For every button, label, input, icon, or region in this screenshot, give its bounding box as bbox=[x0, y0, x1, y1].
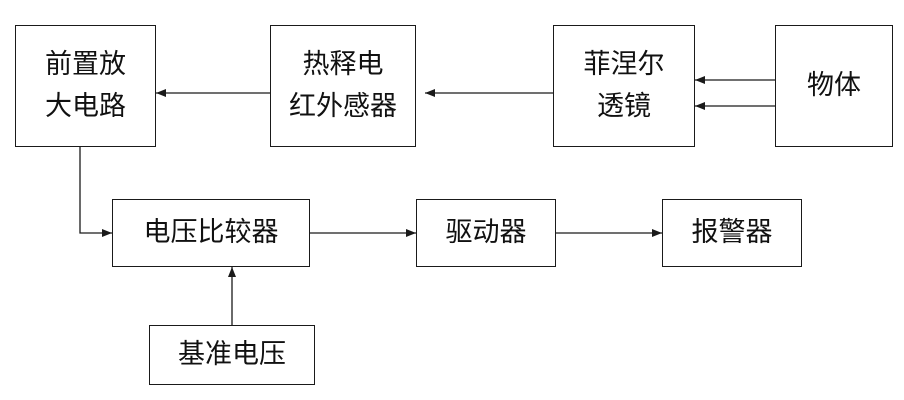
alarm-block: 报警器 bbox=[662, 199, 802, 267]
arrow-preamp-to-comparator bbox=[79, 147, 112, 237]
preamp-label-line-2: 大电路 bbox=[45, 91, 126, 122]
reference-voltage-block: 基准电压 bbox=[149, 325, 315, 385]
fresnel-label-line-1: 菲涅尔 bbox=[583, 49, 665, 81]
preamp-label-line-1: 前置放 bbox=[45, 49, 126, 81]
fresnel-label-line-2: 透镜 bbox=[597, 91, 651, 122]
fresnel-lens-block: 菲涅尔 透镜 bbox=[553, 25, 695, 147]
alarm-label: 报警器 bbox=[691, 217, 773, 249]
preamp-block: 前置放 大电路 bbox=[15, 25, 156, 147]
pyro-sensor-block: 热释电 红外感器 bbox=[270, 25, 416, 147]
pyro-label-line-2: 红外感器 bbox=[289, 91, 397, 122]
driver-block: 驱动器 bbox=[416, 199, 556, 267]
driver-label: 驱动器 bbox=[445, 217, 527, 249]
reference-label: 基准电压 bbox=[178, 339, 286, 371]
comparator-label: 电压比较器 bbox=[143, 217, 279, 249]
pyro-label-line-1: 热释电 bbox=[302, 49, 384, 81]
voltage-comparator-block: 电压比较器 bbox=[112, 199, 310, 267]
object-block: 物体 bbox=[775, 25, 893, 147]
object-label: 物体 bbox=[807, 70, 861, 102]
